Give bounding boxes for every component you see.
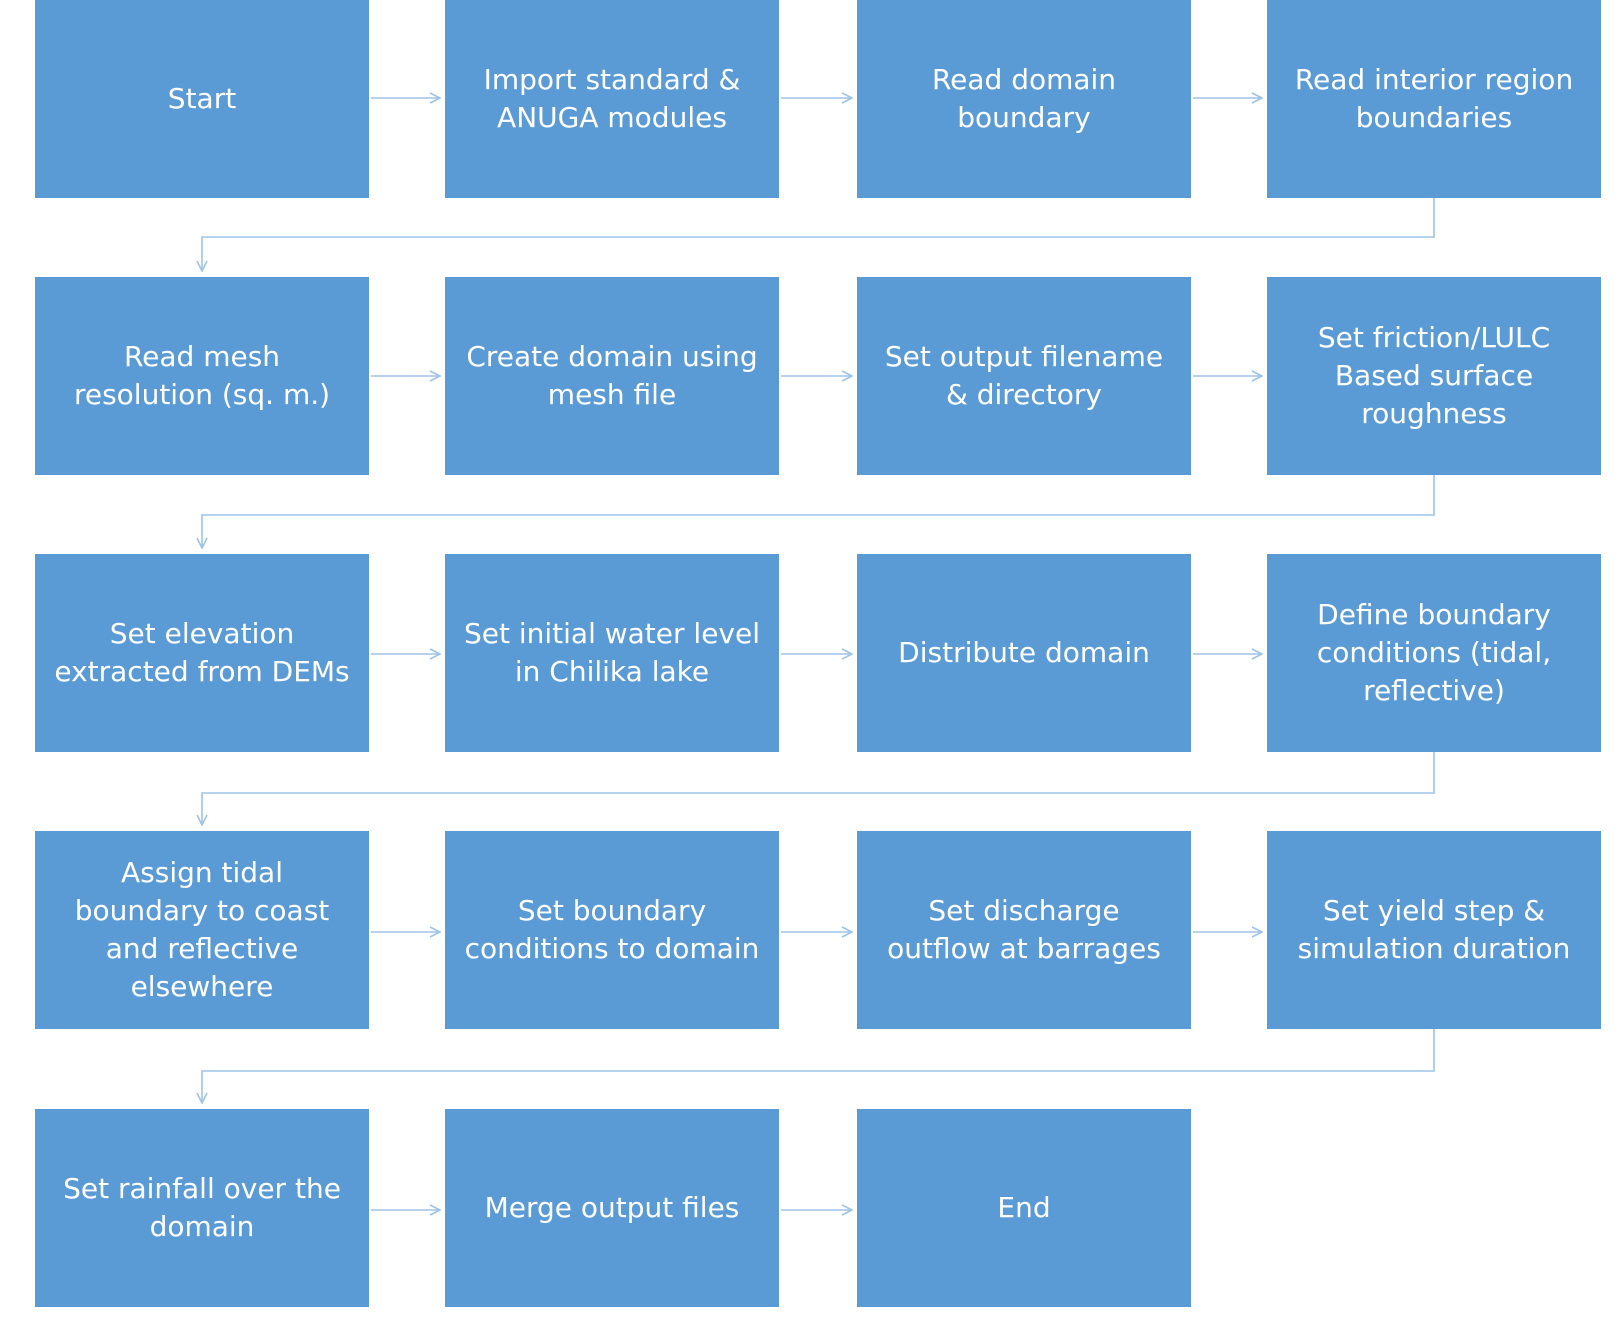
step-set-initial-water-level: Set initial water level in Chilika lake bbox=[445, 554, 779, 752]
step-label: Distribute domain bbox=[898, 636, 1150, 669]
step-label: Set boundary conditions to domain bbox=[464, 894, 760, 965]
step-label: Define boundary conditions (tidal, refle… bbox=[1316, 598, 1552, 707]
step-label: Create domain using mesh file bbox=[466, 340, 758, 411]
step-set-rainfall: Set rainfall over the domain bbox=[35, 1109, 369, 1307]
step-end: End bbox=[857, 1109, 1191, 1307]
step-read-domain-boundary: Read domain boundary bbox=[857, 0, 1191, 198]
step-label: Import standard & ANUGA modules bbox=[483, 63, 741, 134]
step-label: Set elevation extracted from DEMs bbox=[54, 617, 350, 688]
step-label: Set yield step & simulation duration bbox=[1297, 894, 1571, 965]
step-label: Set output filename & directory bbox=[884, 340, 1164, 411]
step-label: Set friction/LULC Based surface roughnes… bbox=[1317, 321, 1551, 430]
wrap-connector-row2-row3 bbox=[202, 475, 1435, 548]
step-label: Read domain boundary bbox=[931, 63, 1117, 134]
step-set-boundary-conditions: Set boundary conditions to domain bbox=[445, 831, 779, 1029]
step-set-discharge-outflow: Set discharge outflow at barrages bbox=[857, 831, 1191, 1029]
step-define-boundary-conditions: Define boundary conditions (tidal, refle… bbox=[1267, 554, 1601, 752]
step-import-modules: Import standard & ANUGA modules bbox=[445, 0, 779, 198]
step-label: Assign tidal boundary to coast and refle… bbox=[74, 856, 330, 1003]
step-label: Read mesh resolution (sq. m.) bbox=[73, 340, 331, 411]
step-label: Read interior region boundaries bbox=[1294, 63, 1574, 134]
step-label: Set rainfall over the domain bbox=[63, 1172, 341, 1243]
step-label: Start bbox=[167, 82, 237, 115]
step-start: Start bbox=[35, 0, 369, 198]
step-read-interior-boundaries: Read interior region boundaries bbox=[1267, 0, 1601, 198]
wrap-connector-row1-row2 bbox=[202, 198, 1435, 271]
wrap-connector-row3-row4 bbox=[202, 752, 1435, 825]
step-label: Set initial water level in Chilika lake bbox=[463, 617, 761, 688]
step-label: End bbox=[997, 1191, 1051, 1224]
step-label: Set discharge outflow at barrages bbox=[887, 894, 1161, 965]
step-label: Merge output files bbox=[484, 1191, 740, 1224]
step-set-friction: Set friction/LULC Based surface roughnes… bbox=[1267, 277, 1601, 475]
step-read-mesh-resolution: Read mesh resolution (sq. m.) bbox=[35, 277, 369, 475]
step-merge-output-files: Merge output files bbox=[445, 1109, 779, 1307]
step-set-elevation: Set elevation extracted from DEMs bbox=[35, 554, 369, 752]
step-distribute-domain: Distribute domain bbox=[857, 554, 1191, 752]
step-assign-tidal-boundary: Assign tidal boundary to coast and refle… bbox=[35, 831, 369, 1029]
step-create-domain: Create domain using mesh file bbox=[445, 277, 779, 475]
wrap-connector-row4-row5 bbox=[202, 1029, 1435, 1103]
step-set-output-filename: Set output filename & directory bbox=[857, 277, 1191, 475]
step-set-yield-step: Set yield step & simulation duration bbox=[1267, 831, 1601, 1029]
